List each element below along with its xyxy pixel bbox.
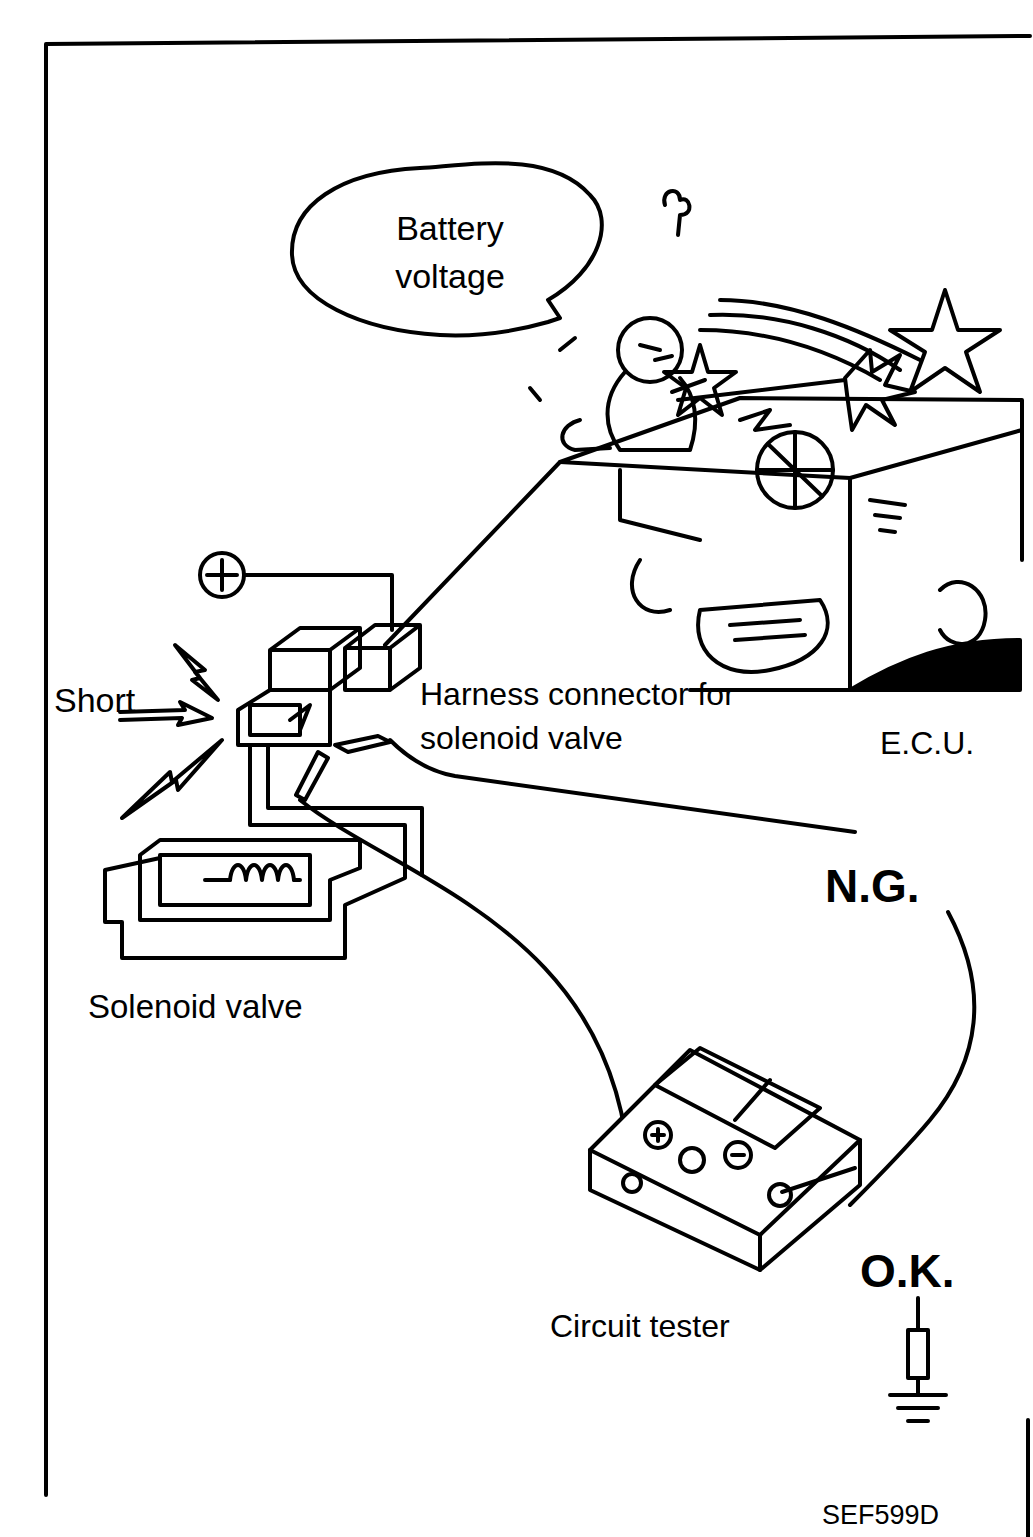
speech-bubble: Battery voltage xyxy=(300,172,600,332)
solenoid-valve xyxy=(105,745,422,958)
ecu-box xyxy=(560,398,1022,690)
result-label: N.G. xyxy=(825,855,920,917)
figure-code: SEF599D xyxy=(822,1497,939,1533)
ground-symbol xyxy=(890,1298,946,1421)
part-name: Solenoid valve xyxy=(88,985,303,1030)
part-name: Circuit tester xyxy=(550,1305,730,1348)
speech-bubble-outline xyxy=(292,163,602,335)
frame xyxy=(46,36,1030,1537)
short-label-text: Short xyxy=(54,681,135,719)
part-name: Harness connector for solenoid valve xyxy=(420,672,760,760)
part-name: E.C.U. xyxy=(880,722,974,765)
part-name-text: E.C.U. xyxy=(880,725,974,761)
wiring xyxy=(200,462,560,645)
circuit-tester xyxy=(590,1048,860,1270)
short-label: Short xyxy=(54,678,135,724)
result-label-text: N.G. xyxy=(825,860,920,912)
figure-code-text: SEF599D xyxy=(822,1500,939,1530)
result-label-text: O.K. xyxy=(860,1245,955,1297)
part-name-text: Harness connector for solenoid valve xyxy=(420,676,735,756)
part-name-text: Solenoid valve xyxy=(88,988,303,1025)
bubble-text: Battery voltage xyxy=(365,204,535,300)
part-name-text: Circuit tester xyxy=(550,1308,730,1344)
short-lightning xyxy=(120,645,310,818)
result-label: O.K. xyxy=(860,1240,955,1302)
cartoon-character xyxy=(530,191,920,450)
harness-connector xyxy=(238,625,420,745)
